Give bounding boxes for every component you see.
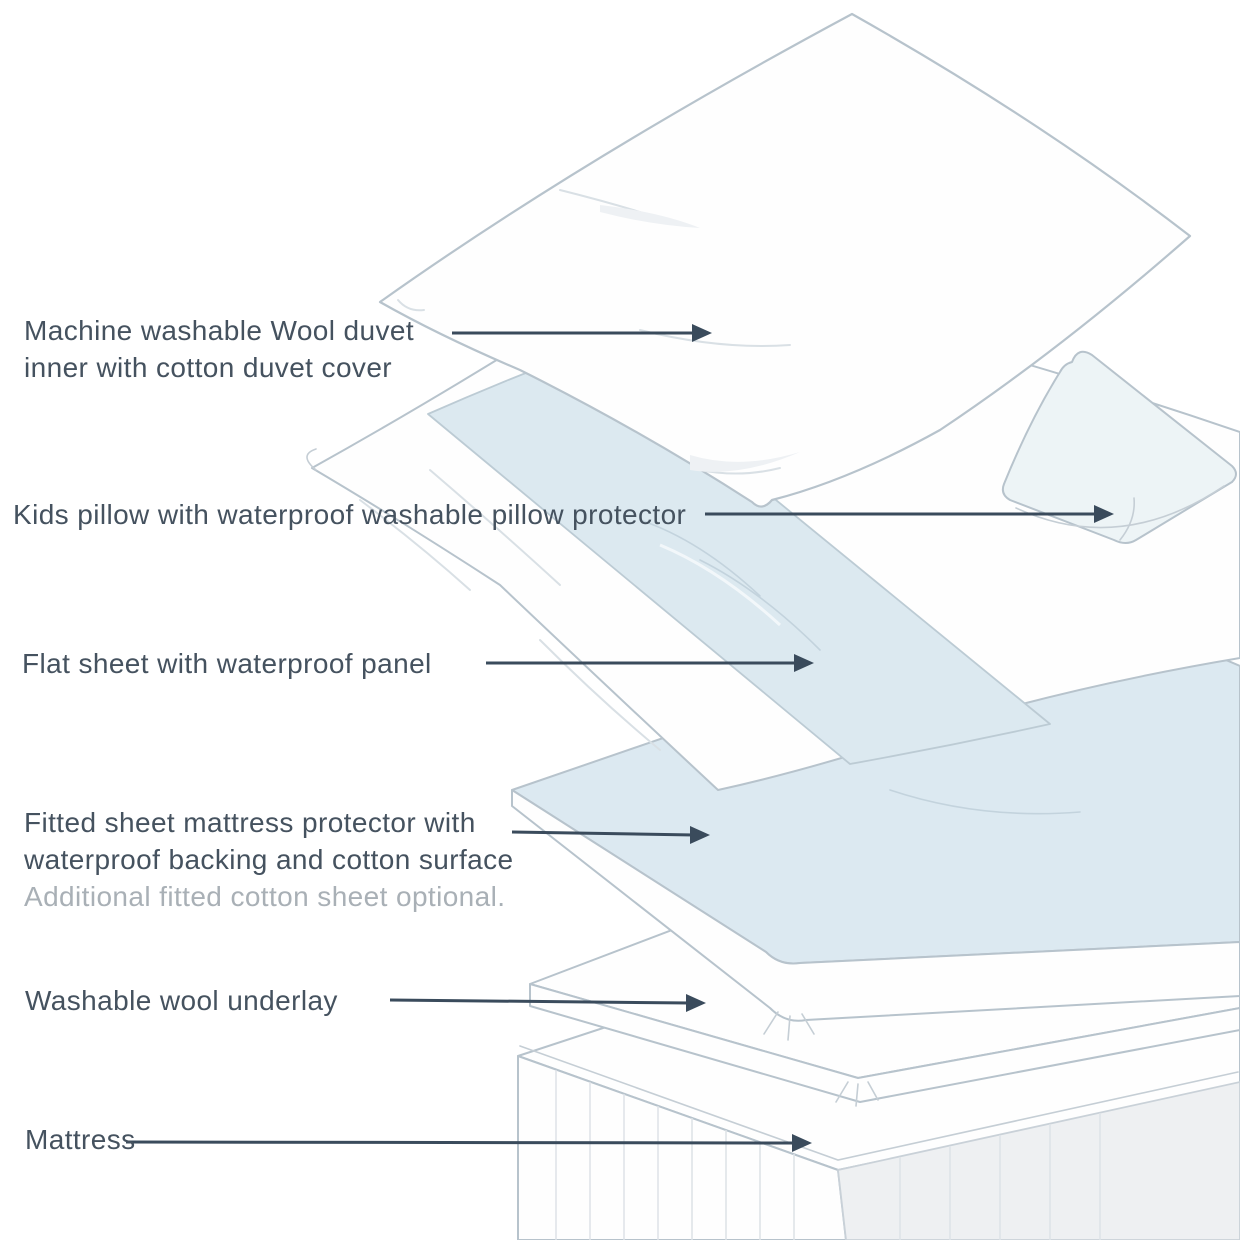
- arrow-mattress: [125, 1134, 812, 1152]
- kids-pillow-illustration: [1001, 350, 1237, 544]
- label-duvet: Machine washable Wool duvet inner with c…: [24, 312, 414, 386]
- label-mattress-line1: Mattress: [25, 1124, 136, 1155]
- arrow-fitted-sheet: [511, 826, 710, 844]
- mattress-ticking-lines: [555, 1070, 795, 1240]
- label-fitted-sheet-note: Additional fitted cotton sheet optional.: [24, 881, 506, 912]
- label-underlay-line1: Washable wool underlay: [25, 985, 338, 1016]
- flat-sheet-illustration: [306, 265, 1240, 791]
- label-duvet-line2: inner with cotton duvet cover: [24, 352, 393, 383]
- leader-arrows: [125, 324, 1114, 1152]
- arrow-kids-pillow: [705, 505, 1114, 523]
- duvet-illustration: [378, 12, 1192, 508]
- label-flat-sheet-line1: Flat sheet with waterproof panel: [22, 648, 432, 679]
- waterproof-panel: [427, 347, 1051, 765]
- label-fitted-sheet: Fitted sheet mattress protector with wat…: [24, 804, 514, 915]
- label-mattress: Mattress: [25, 1121, 136, 1158]
- label-fitted-sheet-line2: waterproof backing and cotton surface: [24, 844, 514, 875]
- label-kids-pillow-line1: Kids pillow with waterproof washable pil…: [13, 499, 687, 530]
- label-duvet-line1: Machine washable Wool duvet: [24, 315, 415, 346]
- arrow-duvet: [452, 324, 712, 342]
- arrow-flat-sheet: [486, 654, 814, 672]
- label-fitted-sheet-line1: Fitted sheet mattress protector with: [24, 807, 476, 838]
- label-kids-pillow: Kids pillow with waterproof washable pil…: [13, 496, 686, 533]
- label-flat-sheet: Flat sheet with waterproof panel: [22, 645, 432, 682]
- label-underlay: Washable wool underlay: [25, 982, 338, 1019]
- protector-corner-creases: [763, 1011, 815, 1041]
- underlay-corner-creases: [835, 1081, 879, 1107]
- mattress-ticking-lines-right: [899, 1113, 1101, 1240]
- arrow-underlay: [389, 994, 706, 1012]
